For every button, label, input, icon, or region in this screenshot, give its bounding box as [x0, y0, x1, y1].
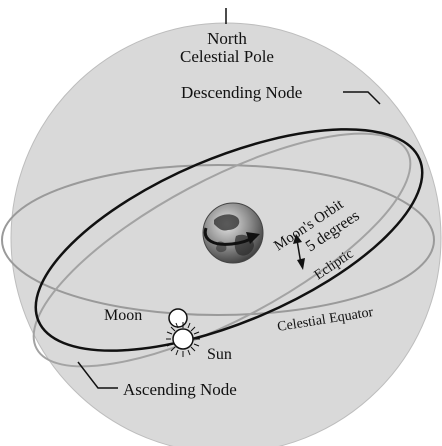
ascending-node-label: Ascending Node	[123, 380, 237, 399]
moon-orbit-line	[34, 128, 424, 352]
moon-label: Moon	[104, 307, 142, 324]
celestial-equator-line	[1, 164, 435, 316]
moon-icon	[168, 308, 188, 328]
north-celestial-pole-label-line1: North	[207, 29, 247, 48]
sun-icon	[166, 322, 200, 357]
earth-globe-icon	[202, 202, 264, 264]
descending-node-leader	[343, 91, 381, 105]
sun-label: Sun	[207, 346, 232, 363]
five-degrees-arrow	[293, 234, 305, 270]
ecliptic-line	[32, 132, 412, 368]
ascending-node-leader	[77, 361, 118, 389]
north-celestial-pole-label-line2: Celestial Pole	[180, 47, 274, 66]
descending-node-label: Descending Node	[181, 83, 302, 102]
